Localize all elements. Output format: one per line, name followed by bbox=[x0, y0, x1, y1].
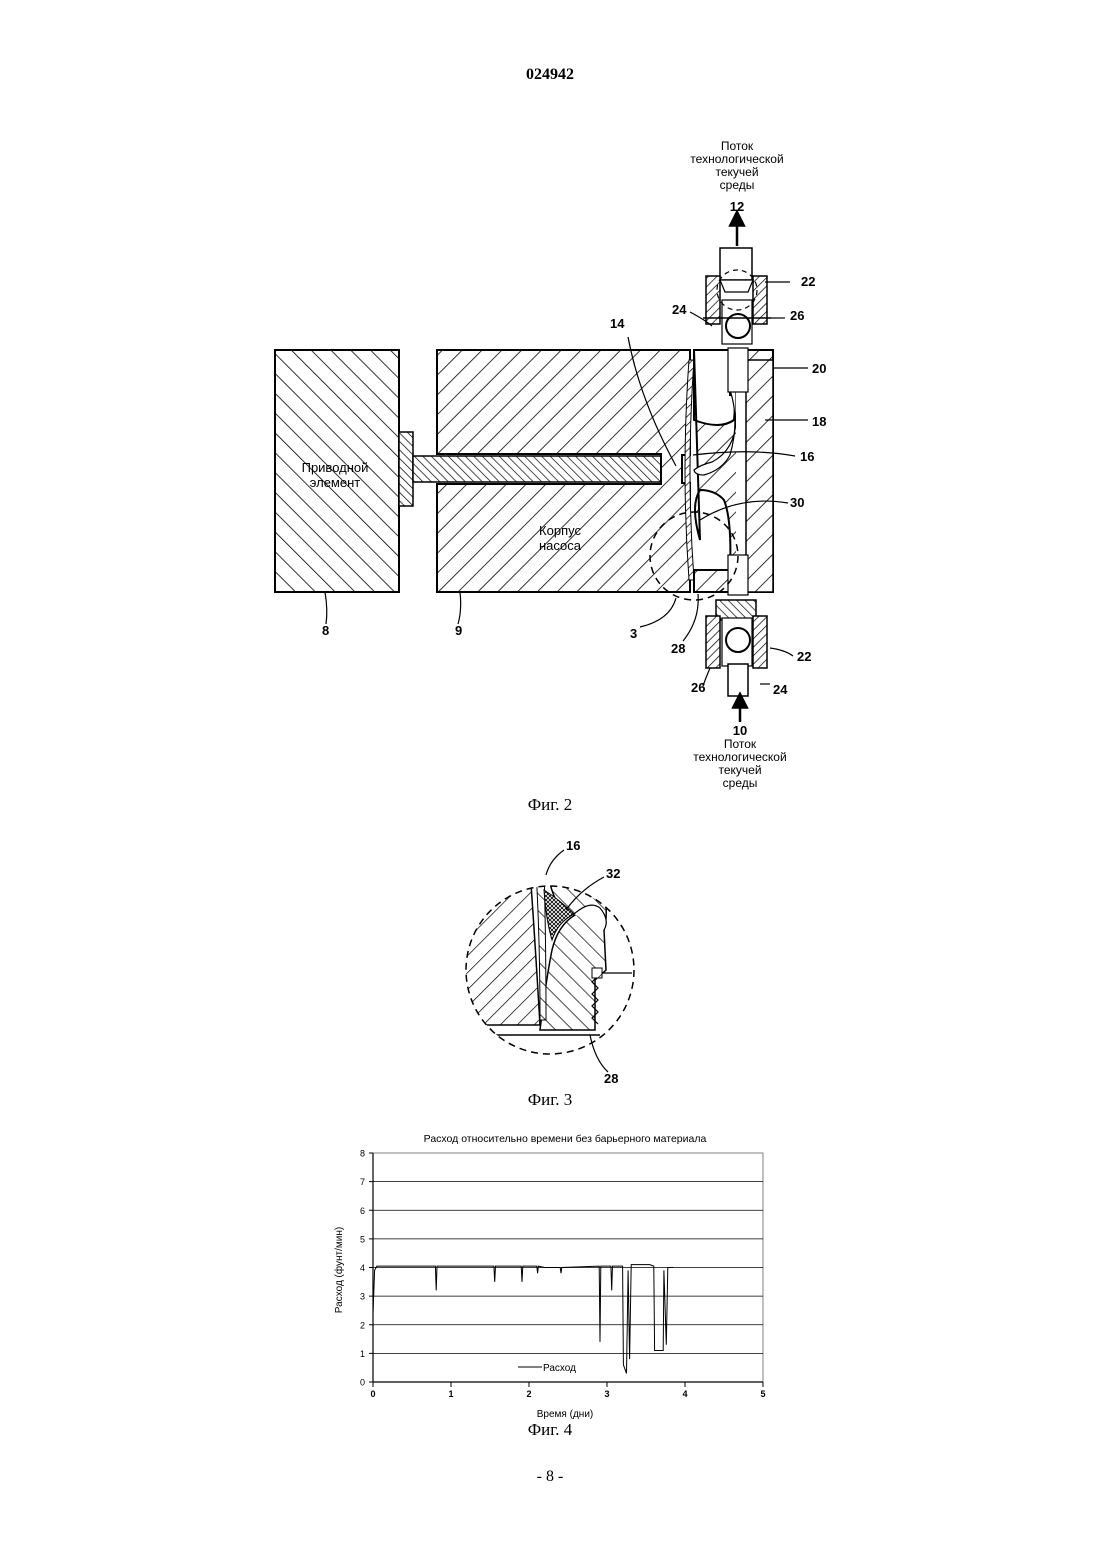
x-tick-label-2: 2 bbox=[526, 1389, 531, 1399]
y-tick-label-8: 8 bbox=[360, 1149, 365, 1159]
lower-check-valve bbox=[706, 600, 767, 696]
drive-rod bbox=[413, 456, 661, 482]
y-tick-label-7: 7 bbox=[360, 1177, 365, 1187]
ref-12: 12 bbox=[730, 199, 744, 214]
y-tick-label-5: 5 bbox=[360, 1234, 365, 1244]
ref-26-bottom: 26 bbox=[691, 680, 705, 695]
x-tick-label-0: 0 bbox=[370, 1389, 375, 1399]
ref-10: 10 bbox=[733, 723, 747, 738]
ref-28: 28 bbox=[671, 641, 685, 656]
fig4-chart: Расход относительно времени без барьерно… bbox=[320, 1128, 790, 1423]
fig3-drawing: 16 32 28 bbox=[440, 830, 660, 1090]
ref-16: 16 bbox=[800, 449, 814, 464]
fig2-drawing: Приводной элемент Корпус насоса Поток те… bbox=[0, 0, 1100, 800]
x-tick-label-5: 5 bbox=[760, 1389, 765, 1399]
ref-22-top: 22 bbox=[801, 274, 815, 289]
ref-22-bottom: 22 bbox=[797, 649, 811, 664]
ref-26-top: 26 bbox=[790, 308, 804, 323]
y-tick-label-3: 3 bbox=[360, 1292, 365, 1302]
pump-label-line2: насоса bbox=[539, 538, 582, 553]
y-axis-label: Расход (фунт/мин) bbox=[333, 1227, 345, 1313]
drive-label-line1: Приводной bbox=[302, 460, 369, 475]
ref-14: 14 bbox=[610, 316, 625, 331]
ref-30: 30 bbox=[790, 495, 804, 510]
outflow-label-4: среды bbox=[720, 178, 755, 192]
drive-label-line2: элемент bbox=[310, 475, 361, 490]
inflow-label-1: Поток bbox=[724, 737, 757, 751]
fig3-ref-16: 16 bbox=[566, 838, 580, 853]
ref-9: 9 bbox=[455, 623, 462, 638]
ref-24-bottom: 24 bbox=[773, 682, 788, 697]
fig3-caption: Фиг. 3 bbox=[0, 1090, 1100, 1110]
y-tick-label-4: 4 bbox=[360, 1263, 365, 1273]
pump-label-line1: Корпус bbox=[539, 523, 581, 538]
fig2-caption: Фиг. 2 bbox=[0, 795, 1100, 815]
outflow-label-1: Поток bbox=[721, 139, 754, 153]
ref-18: 18 bbox=[812, 414, 826, 429]
fig3-ref-28: 28 bbox=[604, 1071, 618, 1086]
y-tick-label-1: 1 bbox=[360, 1349, 365, 1359]
y-tick-label-2: 2 bbox=[360, 1320, 365, 1330]
upper-check-valve bbox=[703, 248, 771, 344]
ref-3: 3 bbox=[630, 626, 637, 641]
inflow-label-2: технологической bbox=[693, 750, 786, 764]
inflow-label-3: текучей bbox=[718, 763, 761, 777]
page-number: - 8 - bbox=[0, 1468, 1100, 1486]
x-axis-label: Время (дни) bbox=[537, 1409, 593, 1420]
y-tick-label-6: 6 bbox=[360, 1206, 365, 1216]
ref-20: 20 bbox=[812, 361, 826, 376]
x-tick-label-4: 4 bbox=[682, 1389, 687, 1399]
fig4-caption: Фиг. 4 bbox=[0, 1420, 1100, 1440]
outflow-label-3: текучей bbox=[715, 165, 758, 179]
chart-title: Расход относительно времени без барьерно… bbox=[424, 1133, 707, 1145]
inflow-label-4: среды bbox=[723, 776, 758, 790]
fig3-ref-32: 32 bbox=[606, 866, 620, 881]
outflow-label-2: технологической bbox=[690, 152, 783, 166]
pump-body-detail bbox=[440, 870, 540, 1025]
x-tick-label-3: 3 bbox=[604, 1389, 609, 1399]
ref-24-top: 24 bbox=[672, 302, 687, 317]
legend-label: Расход bbox=[543, 1363, 576, 1374]
ref-8: 8 bbox=[322, 623, 329, 638]
y-tick-label-0: 0 bbox=[360, 1378, 365, 1388]
x-tick-label-1: 1 bbox=[448, 1389, 453, 1399]
